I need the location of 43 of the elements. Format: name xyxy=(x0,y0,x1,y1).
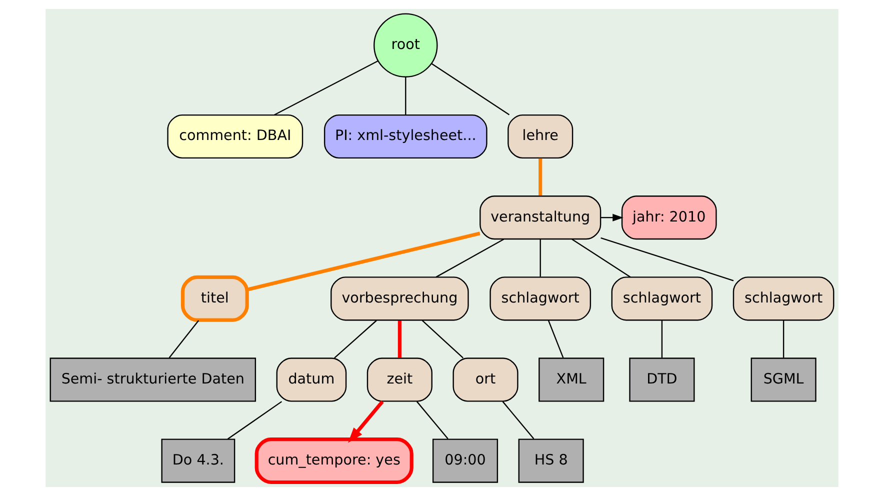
connector xyxy=(398,320,402,358)
connector xyxy=(405,76,406,114)
connector xyxy=(548,320,564,358)
node-circle: root xyxy=(374,12,438,77)
connector xyxy=(422,320,464,358)
node-box: schlagwort xyxy=(611,276,713,320)
connector xyxy=(416,400,448,439)
node-box: vorbesprechung xyxy=(330,276,469,320)
connector xyxy=(436,238,504,278)
connector xyxy=(782,320,784,358)
node-box: Semi- strukturierte Daten xyxy=(50,357,256,402)
node-box: schlagwort xyxy=(732,276,834,320)
connector xyxy=(538,158,542,196)
node-box: 09:00 xyxy=(432,438,498,482)
node-box: comment: DBAI xyxy=(167,114,304,158)
node-box: schlagwort xyxy=(490,276,592,320)
node-box: jahr: 2010 xyxy=(621,195,717,240)
connector xyxy=(540,238,541,276)
node-box: datum xyxy=(276,357,347,402)
node-box: HS 8 xyxy=(518,438,584,482)
node-box: cum_tempore: yes xyxy=(254,437,414,484)
node-box: zeit xyxy=(366,357,432,402)
connector xyxy=(334,320,377,358)
node-box: lehre xyxy=(508,114,574,158)
node-box: PI: xml-stylesheet... xyxy=(324,114,488,158)
connector xyxy=(274,60,378,115)
connector xyxy=(600,236,734,281)
connector xyxy=(661,320,663,358)
connector xyxy=(227,400,282,440)
connector xyxy=(168,320,200,358)
node-box: titel xyxy=(180,274,249,322)
node-box: ort xyxy=(452,357,518,402)
node-box: XML xyxy=(538,357,604,402)
connector xyxy=(246,231,480,291)
connector xyxy=(572,238,631,278)
node-box: DTD xyxy=(629,357,695,402)
node-box: veranstaltung xyxy=(480,195,602,240)
node-box: Do 4.3. xyxy=(161,438,236,482)
arrow xyxy=(348,400,384,442)
arrow xyxy=(600,213,624,221)
node-box: SGML xyxy=(750,357,816,402)
connector xyxy=(502,400,534,439)
connector xyxy=(431,62,510,115)
